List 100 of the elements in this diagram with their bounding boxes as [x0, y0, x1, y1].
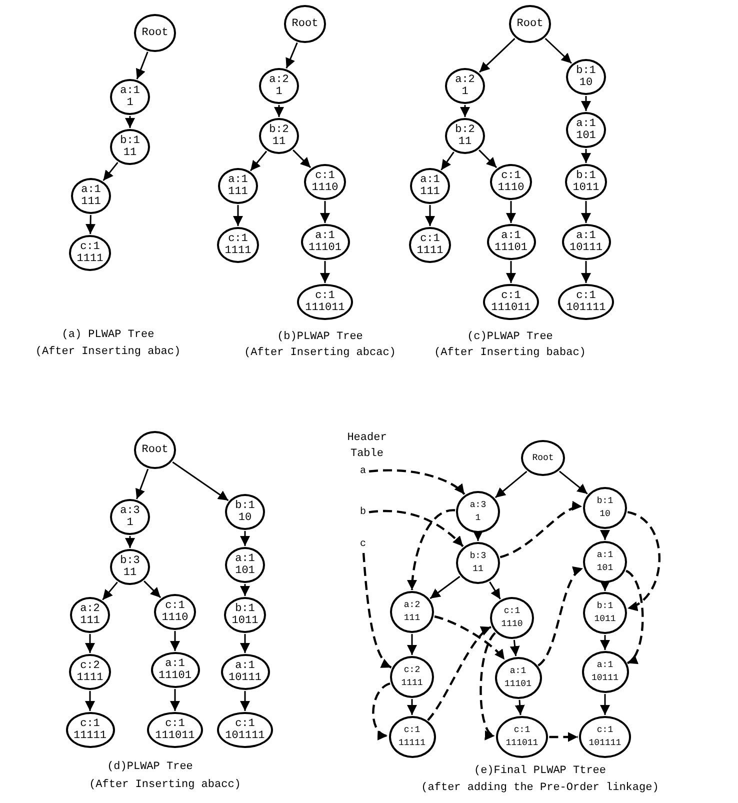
tree-node: [110, 549, 150, 585]
linkage-arrow: [434, 615, 506, 660]
item-count-label: c:1: [315, 290, 335, 302]
tree-edge: [506, 261, 516, 283]
tree-node: [147, 712, 203, 748]
position-code-label: 111: [81, 196, 101, 208]
tree-edge: [407, 634, 417, 655]
position-code-label: 101111: [588, 737, 622, 750]
item-count-label: c:1: [514, 724, 530, 737]
position-code-label: 111: [404, 612, 420, 625]
tree-edge: [506, 201, 516, 223]
position-code-label: 1: [475, 512, 481, 525]
header-table-item: a: [358, 465, 368, 479]
tree-node: [110, 129, 150, 165]
item-count-label: b:1: [235, 500, 255, 512]
position-code-label: 1: [276, 86, 282, 98]
tree-edge: [125, 116, 135, 128]
tree-edge: [136, 468, 149, 500]
tree-node: [583, 487, 627, 529]
item-count-label: a:1: [576, 118, 596, 130]
tree-node: [66, 712, 114, 748]
position-code-label: 101111: [566, 302, 606, 314]
item-count-label: c:2: [80, 660, 100, 672]
item-count-label: c:1: [228, 233, 248, 245]
header-table-item: c: [358, 538, 368, 552]
item-count-label: a:1: [81, 184, 101, 196]
linkage-arrow: [407, 509, 456, 590]
position-code-label: 11: [123, 567, 137, 579]
tree-edge: [430, 576, 460, 600]
item-count-label: a:1: [235, 553, 255, 565]
item-count-label: c:1: [504, 605, 520, 618]
tree-node: [259, 68, 299, 104]
tree-node: [410, 168, 450, 204]
position-code-label: 1: [126, 517, 134, 529]
tree-node: [483, 284, 539, 320]
tree-edge: [86, 214, 96, 234]
tree-node: [259, 118, 299, 154]
position-code-label: 1011: [572, 182, 600, 194]
tree-edge: [125, 536, 135, 548]
linkage-arrow: [362, 552, 392, 668]
tree-node: [154, 594, 196, 630]
position-code-label: 11: [458, 136, 472, 148]
tree-node: [218, 168, 258, 204]
tree-node: [216, 227, 260, 263]
tree-node: [582, 651, 628, 693]
tree-edge: [473, 531, 483, 541]
tree-edge: [440, 152, 454, 170]
position-code-label: 1111: [224, 245, 252, 257]
tree-edge: [240, 634, 250, 653]
position-code-label: 101111: [225, 730, 265, 742]
subfigure-caption: (a) PLWAP Tree: [60, 328, 156, 343]
item-count-label: b:1: [596, 495, 614, 508]
item-count-label: a:1: [576, 230, 596, 242]
item-count-label: b:1: [235, 603, 255, 615]
position-code-label: 11: [472, 563, 484, 576]
tree-node: [583, 592, 627, 634]
item-count-label: b:1: [596, 600, 614, 613]
item-count-label: c:1: [165, 718, 185, 730]
tree-edge: [600, 635, 610, 650]
item-count-label: a:2: [455, 74, 475, 86]
tree-node: [68, 235, 112, 271]
position-code-label: 1: [462, 86, 468, 98]
position-code-label: 10: [579, 77, 593, 89]
tree-node: [110, 79, 150, 115]
position-code-label: 1111: [416, 245, 444, 257]
tree-edge: [320, 261, 330, 283]
tree-node: [494, 657, 542, 699]
position-code-label: 111011: [491, 302, 531, 314]
item-count-label: c:1: [235, 718, 255, 730]
tree-node: [217, 712, 273, 748]
header-table-title: Header Table: [346, 431, 388, 462]
tree-node: [558, 284, 614, 320]
item-count-label: c:1: [576, 290, 596, 302]
item-count-label: b:1: [576, 65, 596, 77]
tree-node: [297, 284, 353, 320]
tree-edge: [240, 531, 250, 546]
position-code-label: 10: [600, 508, 610, 521]
tree-node: [71, 178, 111, 214]
item-count-label: a:1: [120, 85, 140, 97]
position-code-label: 1110: [312, 182, 338, 194]
tree-edge: [233, 205, 243, 226]
tree-node: [388, 716, 436, 758]
tree-edge: [494, 470, 528, 498]
tree-edge: [510, 640, 520, 656]
linkage-arrow: [549, 732, 578, 742]
position-code-label: 101: [235, 565, 255, 577]
position-code-label: 11101: [504, 678, 532, 691]
item-count-label: c:1: [501, 290, 521, 302]
position-code-label: 111011: [506, 737, 538, 750]
tree-edge: [581, 261, 591, 283]
tree-edge: [144, 580, 162, 598]
tree-edge: [250, 150, 268, 172]
item-count-label: c:1: [420, 233, 440, 245]
tree-node: [564, 164, 608, 200]
root-node: [284, 5, 326, 43]
tree-node: [490, 597, 534, 639]
root-node: [508, 5, 552, 43]
root-label: Root: [142, 27, 168, 39]
tree-edge: [581, 201, 591, 223]
item-count-label: a:2: [80, 603, 100, 615]
